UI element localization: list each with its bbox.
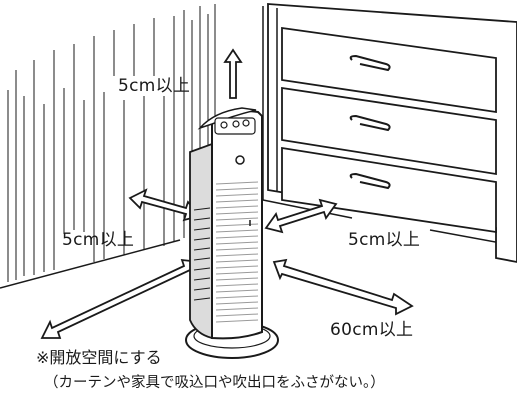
left-clearance-label: 5cm以上 [62,230,135,250]
arrow-right-left-icon [264,198,338,234]
arrow-up-icon [223,48,243,99]
arrow-front-left-icon [40,258,202,339]
right-clearance-label: 5cm以上 [348,230,421,250]
top-clearance-label: 5cm以上 [118,76,191,96]
chest-of-drawers [267,3,517,263]
arrow-front-right-icon [272,258,414,316]
open-space-detail: （カーテンや家具で吸込口や吹出口をふさがない。） [44,375,385,391]
tower-heater [185,107,279,359]
open-space-note: ※開放空間にする [36,348,162,367]
front-clearance-label: 60cm以上 [330,320,414,340]
